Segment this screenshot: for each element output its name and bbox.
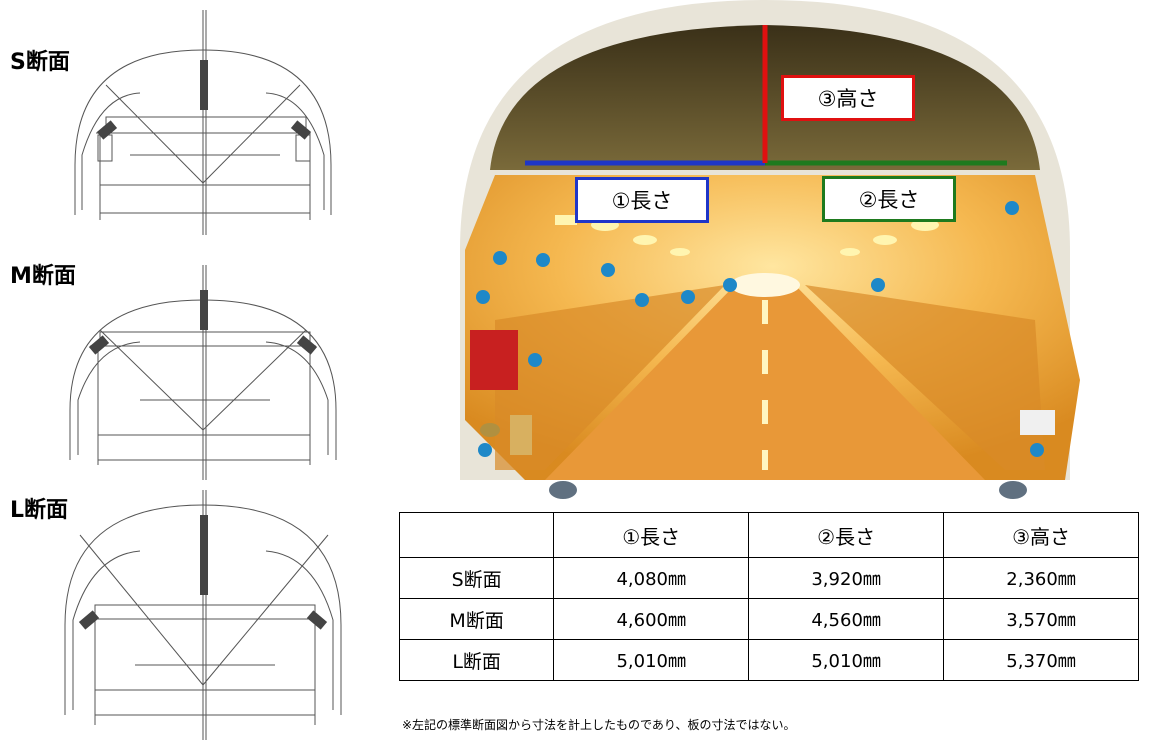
m-section-label: M断面 [10, 264, 76, 289]
row-section: M断面 [398, 598, 555, 640]
row-height: 5,370㎜ [943, 639, 1139, 681]
row-length2: 3,920㎜ [748, 557, 945, 599]
table-header-row: ①長さ ②長さ ③高さ [398, 512, 1139, 558]
s-section-label: S断面 [10, 50, 70, 75]
row-section: L断面 [398, 639, 555, 681]
s-section-drawing [74, 10, 332, 235]
row-length1: 4,600㎜ [553, 598, 750, 640]
row-length1: 4,080㎜ [553, 557, 750, 599]
table-header-height: ③高さ [943, 512, 1139, 558]
table-header-length2: ②長さ [748, 512, 945, 558]
dimensions-table: ①長さ ②長さ ③高さ S断面 4,080㎜ 3,920㎜ 2,360㎜ M断面… [398, 512, 1139, 681]
row-length2: 4,560㎜ [748, 598, 945, 640]
l-section-drawing [64, 490, 342, 740]
row-section: S断面 [398, 557, 555, 599]
tunnel-illustration [460, 0, 1080, 499]
dim2-label: ②長さ [822, 176, 956, 222]
row-length1: 5,010㎜ [553, 639, 750, 681]
m-section-drawing [69, 265, 337, 480]
row-height: 3,570㎜ [943, 598, 1139, 640]
table-row: M断面 4,600㎜ 4,560㎜ 3,570㎜ [398, 598, 1139, 640]
table-header-length1: ①長さ [553, 512, 750, 558]
dim3-label: ③高さ [781, 75, 915, 121]
footnote: ※左記の標準断面図から寸法を計上したものであり、板の寸法ではない。 [402, 718, 796, 732]
row-height: 2,360㎜ [943, 557, 1139, 599]
table-header-empty [398, 512, 555, 558]
table-row: S断面 4,080㎜ 3,920㎜ 2,360㎜ [398, 557, 1139, 599]
table-row: L断面 5,010㎜ 5,010㎜ 5,370㎜ [398, 639, 1139, 681]
row-length2: 5,010㎜ [748, 639, 945, 681]
dim1-label: ①長さ [575, 177, 709, 223]
l-section-label: L断面 [10, 498, 69, 523]
